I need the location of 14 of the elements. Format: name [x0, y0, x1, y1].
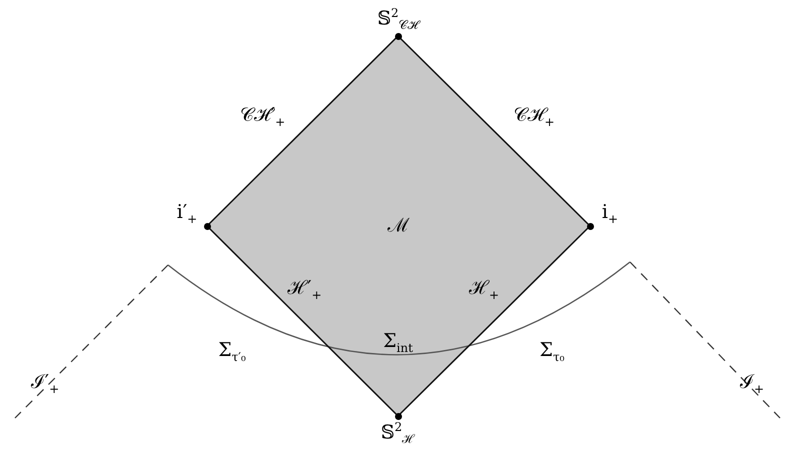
point-label: i′$_{+}$: [176, 203, 198, 225]
edge-label: 𝒞ℋ$_{+}$: [513, 106, 555, 128]
surface-label: Σ$_{τ₀}$: [540, 341, 564, 363]
point-label: i$_{+}$: [602, 203, 618, 225]
surface-label: Σ$_{int}$: [383, 332, 413, 354]
edge-label: ℋ′$_{+}$: [287, 279, 322, 301]
edge-label: 𝒞ℋ′$_{+}$: [240, 106, 286, 128]
infinity-label: ℐ′$_{+}$: [30, 373, 60, 395]
boundary-line: [206, 35, 399, 227]
boundary-line: [397, 225, 591, 417]
region-label: ℳ: [388, 216, 410, 236]
edge-label: ℋ$_{+}$: [468, 279, 500, 301]
infinity-label: ℐ$_{+}$: [740, 373, 764, 395]
surface-label: Σ$_{τ′₀}$: [218, 341, 246, 363]
